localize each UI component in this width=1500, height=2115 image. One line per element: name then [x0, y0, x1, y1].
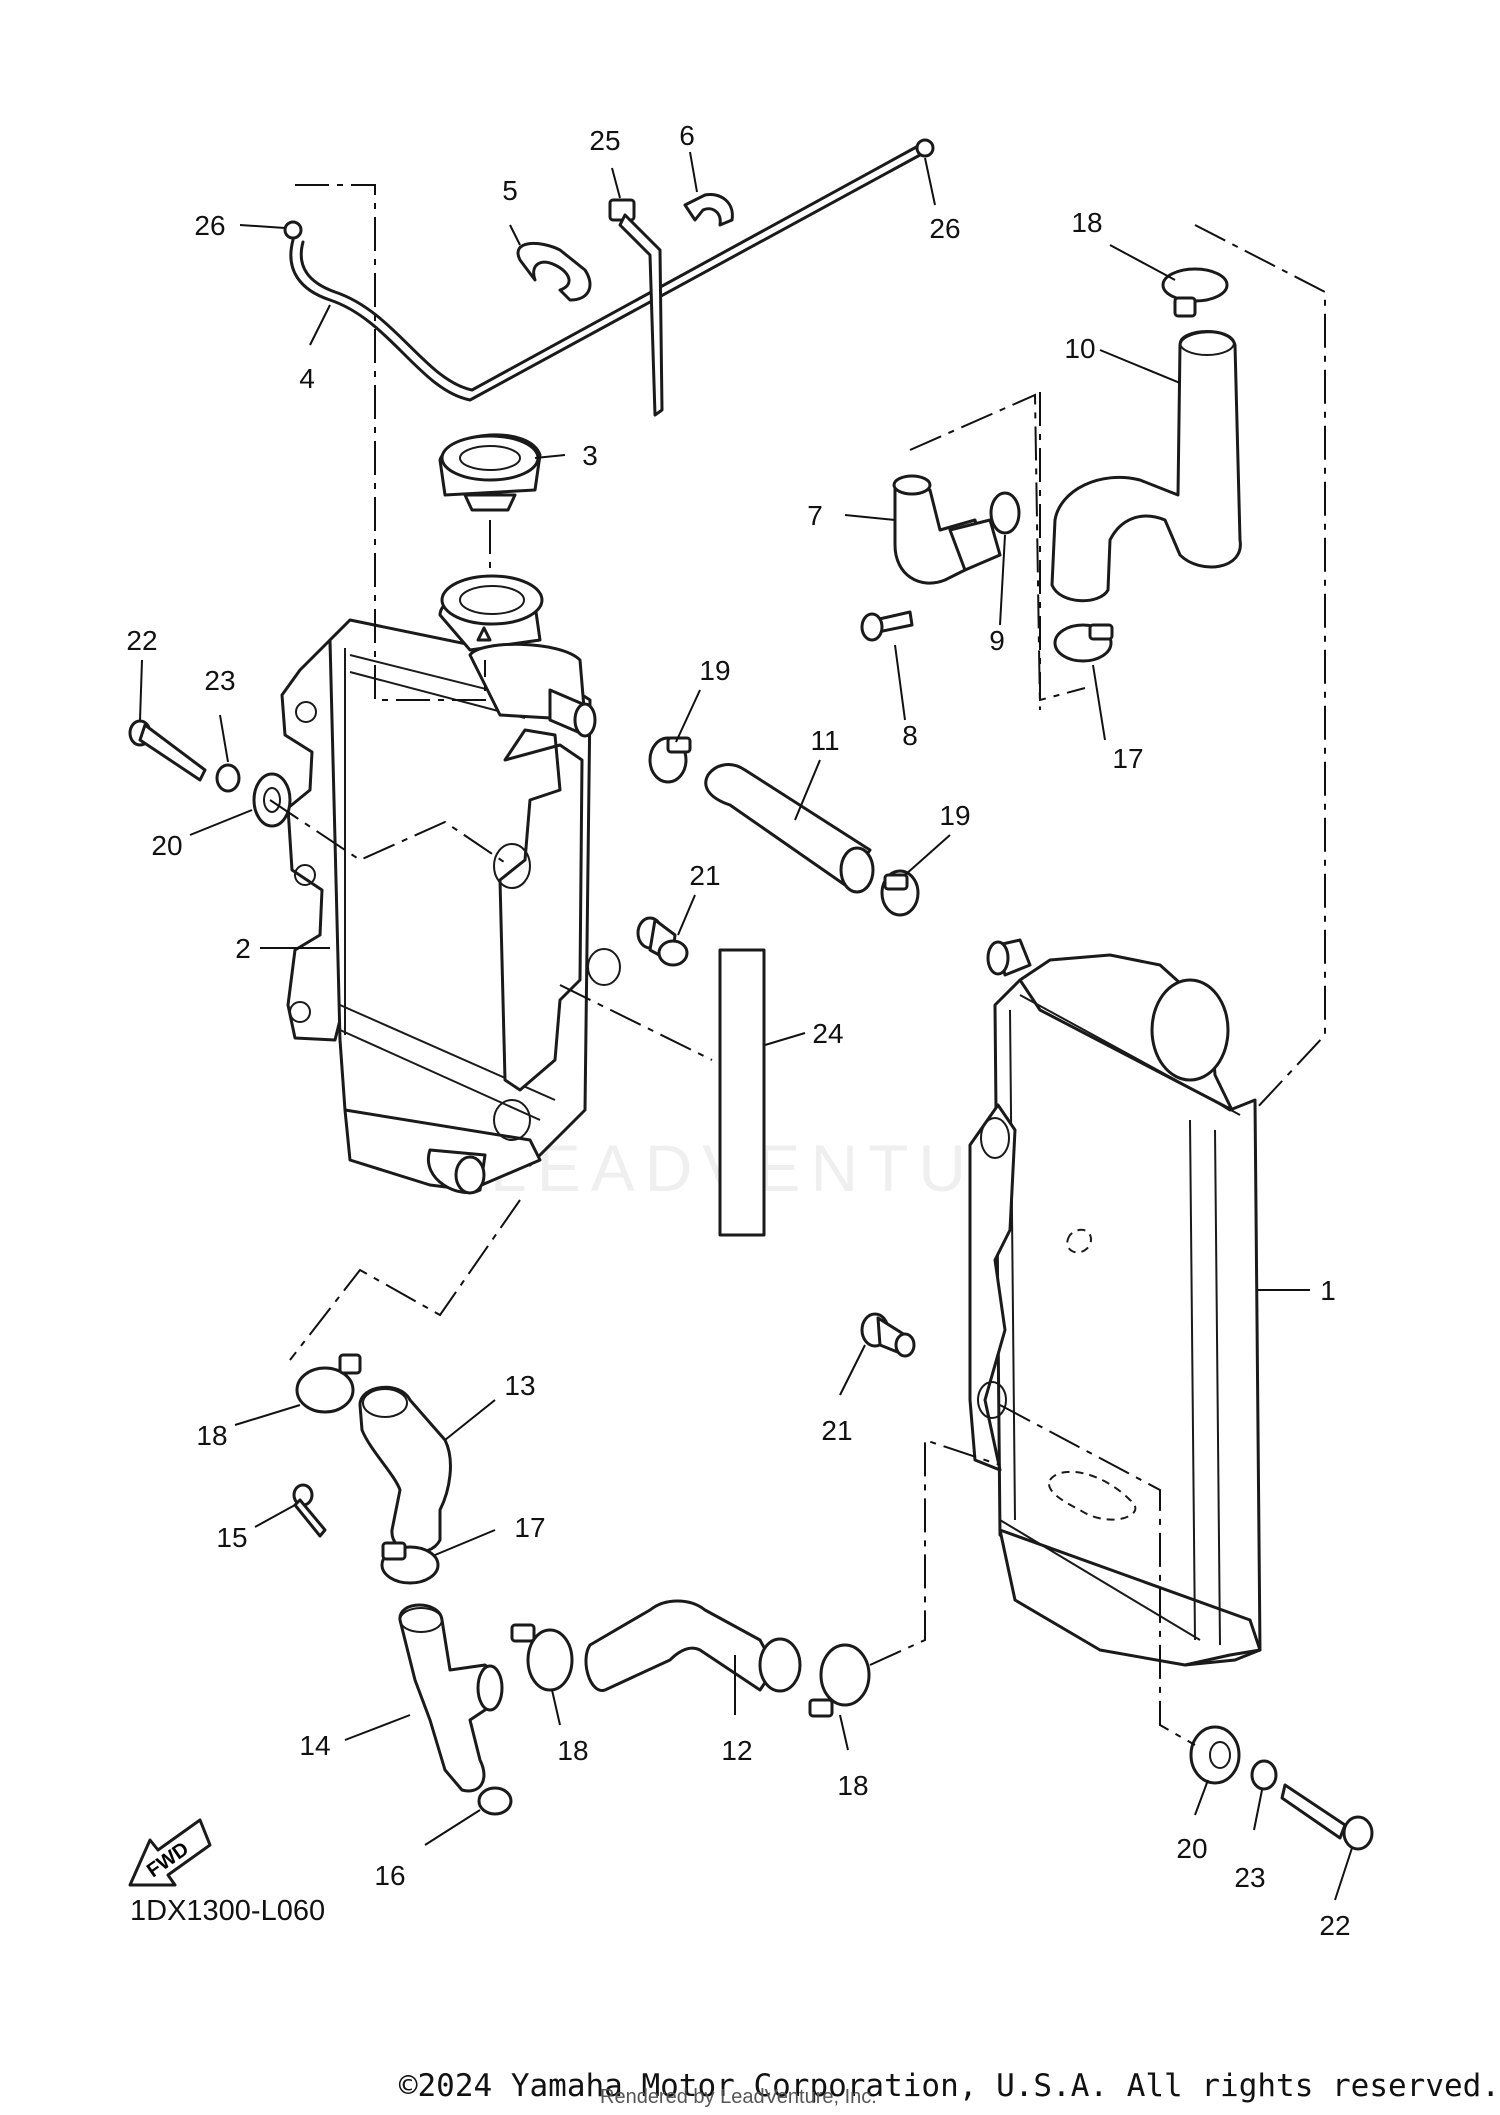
bolt-22-left	[128, 719, 207, 782]
hose-holder	[683, 192, 734, 227]
upper-hose-end	[1179, 330, 1235, 356]
hose-clamp-18-bottom-left	[510, 1623, 574, 1692]
callout-18-bottom-left: 18	[557, 1735, 588, 1766]
air-bleed-bolt-15	[292, 1483, 327, 1538]
hose-clamp-18-bottom-right	[808, 1643, 871, 1718]
grommet-20-left	[252, 772, 292, 828]
o-ring-16	[477, 1786, 513, 1816]
hose-clamp-18-upper	[1161, 267, 1229, 318]
coolant-pipe-14	[398, 1603, 504, 1793]
callout-24: 24	[812, 1018, 843, 1049]
hose-13	[358, 1385, 452, 1554]
overflow-hose	[289, 143, 922, 402]
callout-22-right: 22	[1319, 1910, 1350, 1941]
callout-17-lower: 17	[514, 1512, 545, 1543]
rendered-by-credit: Rendered by LeadVenture, Inc.	[600, 2086, 877, 2108]
hose-clip-upper-right	[915, 138, 935, 158]
callout-19-lower: 19	[939, 800, 970, 831]
callout-26-upper-right: 26	[929, 213, 960, 244]
callout-6: 6	[679, 120, 695, 151]
callout-18-bottom-right: 18	[837, 1770, 868, 1801]
hose-clamp-17-upper	[1053, 623, 1114, 663]
callout-11: 11	[810, 725, 839, 756]
coolant-joint	[892, 474, 1002, 585]
hose-clip-upper-left	[283, 220, 303, 240]
callout-labels: 26 4 5 25 6 26 18 3 10 7 9 8 17 22 23 19…	[126, 120, 1350, 1941]
callout-23-right: 23	[1234, 1862, 1265, 1893]
callout-12: 12	[721, 1735, 752, 1766]
assembly-center-lines	[269, 184, 1326, 1746]
callout-21-lower: 21	[821, 1415, 852, 1446]
right-radiator	[968, 938, 1262, 1667]
callout-20-right: 20	[1176, 1833, 1207, 1864]
radiator-cap	[438, 433, 542, 512]
lower-radiator-hose-12	[584, 1599, 802, 1693]
bolt-8	[860, 610, 914, 642]
callout-15: 15	[216, 1522, 247, 1553]
callout-21-upper: 21	[689, 860, 720, 891]
washer-23-right	[1250, 1759, 1278, 1791]
hose-guide-clamp	[516, 241, 592, 302]
left-radiator	[280, 574, 621, 1195]
fwd-direction-arrow: FWD	[128, 1818, 212, 1887]
upper-radiator-hose	[1050, 330, 1242, 603]
callout-1: 1	[1320, 1275, 1336, 1306]
grommet-20-right	[1189, 1725, 1241, 1785]
callout-2: 2	[235, 933, 251, 964]
callout-13: 13	[504, 1370, 535, 1401]
o-ring-9	[989, 491, 1021, 535]
callout-19-upper: 19	[699, 655, 730, 686]
callout-7: 7	[807, 500, 823, 531]
collar-21-lower	[860, 1312, 916, 1358]
callout-9: 9	[989, 625, 1005, 656]
washer-23-left	[215, 763, 241, 793]
hose-clamp-18-middle	[295, 1353, 362, 1414]
cable-tie	[608, 198, 664, 417]
callout-18-middle: 18	[196, 1420, 227, 1451]
hose-clamp-19-lower	[880, 869, 920, 917]
callout-4: 4	[299, 363, 315, 394]
callout-23-left: 23	[204, 665, 235, 696]
callout-14: 14	[299, 1730, 330, 1761]
hose-13-end	[362, 1388, 408, 1418]
callout-22-left: 22	[126, 625, 157, 656]
bolt-22-right	[1280, 1783, 1374, 1851]
damper-24	[718, 948, 766, 1237]
callout-10: 10	[1064, 333, 1095, 364]
callout-3: 3	[582, 440, 598, 471]
callout-17-upper: 17	[1112, 743, 1143, 774]
callout-16: 16	[374, 1860, 405, 1891]
callout-18-upper: 18	[1071, 207, 1102, 238]
callout-26-upper-left: 26	[194, 210, 225, 241]
callout-8: 8	[902, 720, 918, 751]
callout-20-left: 20	[151, 830, 182, 861]
diagram-reference-code: 1DX1300-L060	[130, 1895, 326, 1927]
copyright-notice: ©2024 Yamaha Motor Corporation, U.S.A. A…	[398, 2068, 1500, 2104]
connecting-hose-11	[704, 763, 875, 894]
callout-5: 5	[502, 175, 518, 206]
collar-21-upper	[636, 916, 689, 967]
hose-clamp-19-upper	[648, 736, 692, 784]
hose-clamp-17-lower	[380, 1541, 440, 1585]
leader-lines	[139, 151, 1353, 1901]
callout-25: 25	[589, 125, 620, 156]
